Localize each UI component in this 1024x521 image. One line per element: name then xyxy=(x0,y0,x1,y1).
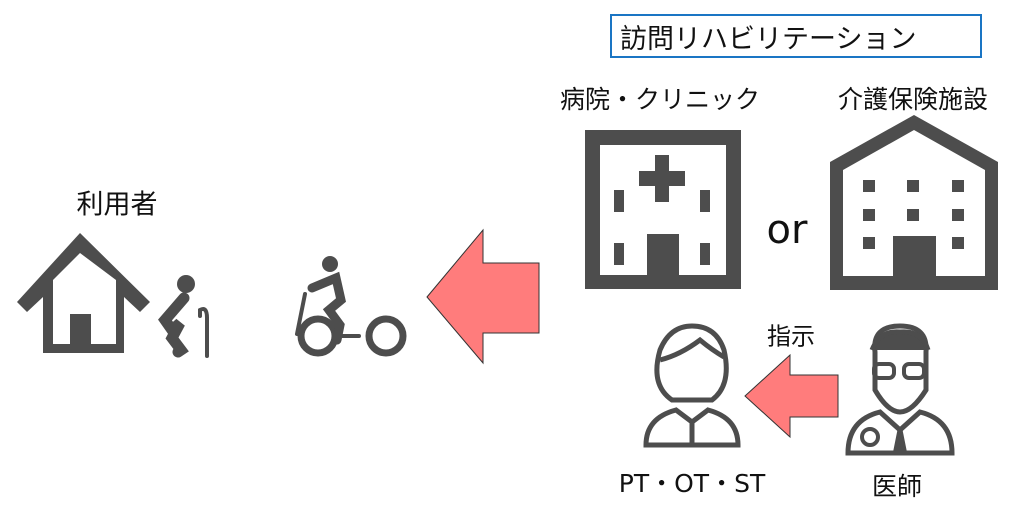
house-icon xyxy=(17,233,150,353)
therapist-icon xyxy=(643,323,741,448)
care-facility-icon xyxy=(830,115,998,290)
therapist-label: PT・OT・ST xyxy=(618,469,766,498)
bicycle-icon xyxy=(295,256,407,357)
elderly-person-icon xyxy=(158,275,209,358)
arrow-left-large xyxy=(426,228,540,365)
arrow-left-small xyxy=(744,353,839,439)
hospital-label: 病院・クリニック xyxy=(559,85,761,114)
care-facility-label: 介護保険施設 xyxy=(837,85,989,114)
hospital-icon xyxy=(585,130,741,289)
title: 訪問リハビリテーション xyxy=(620,23,917,55)
instruction-label: 指示 xyxy=(767,322,815,351)
title-box: 訪問リハビリテーション xyxy=(610,14,982,58)
user-label: 利用者 xyxy=(76,189,158,221)
or-label: or xyxy=(766,207,808,253)
doctor-icon xyxy=(845,323,955,456)
doctor-label: 医師 xyxy=(871,472,923,501)
